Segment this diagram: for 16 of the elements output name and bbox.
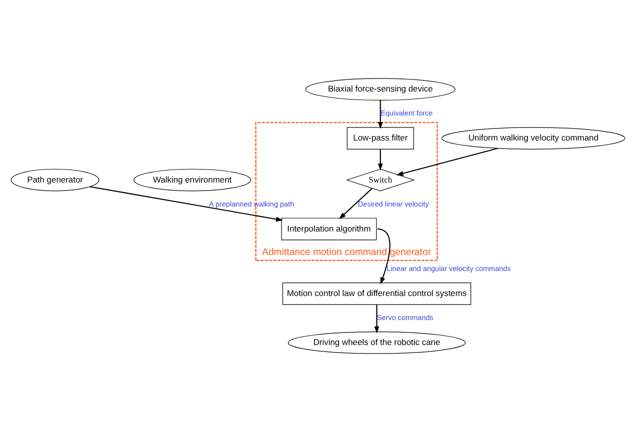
node-box: Low-pass filter — [346, 127, 414, 150]
arrow — [90, 186, 283, 222]
arrow — [338, 188, 373, 220]
arrow — [378, 149, 383, 171]
node-ellipse: Uniform walking velocity command — [442, 127, 626, 150]
node-box: Interpolation algorithm — [281, 218, 377, 240]
arrow — [378, 100, 383, 129]
node-box: Motion control law of differential control systems — [282, 282, 472, 305]
node-diamond: Switch — [346, 168, 415, 192]
node-ellipse: Driving wheels of the robotic cane — [288, 332, 466, 354]
node-ellipse: Biaxial force-sensing device — [305, 78, 456, 100]
arrow — [396, 148, 498, 176]
node-ellipse: Walking environment — [134, 168, 252, 192]
arrow — [374, 304, 380, 334]
arrow — [377, 228, 390, 284]
node-ellipse: Path generator — [10, 168, 100, 192]
